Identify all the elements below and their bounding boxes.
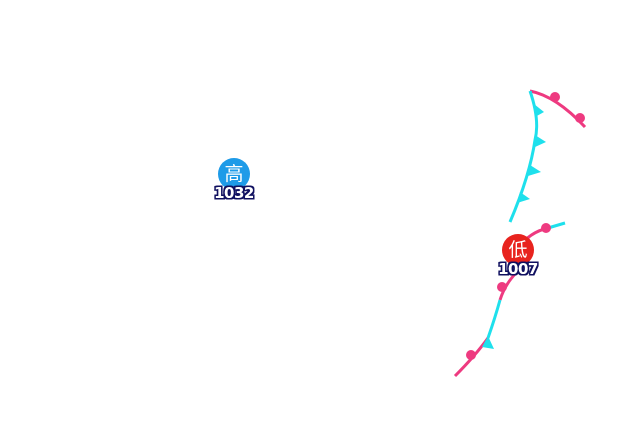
low-pressure-center: 低 1007 (488, 234, 548, 278)
cold-front-barb (528, 165, 541, 176)
low-pressure-value: 1007 (498, 260, 538, 278)
high-pressure-icon: 高 (218, 158, 250, 190)
high-pressure-value: 1032 (214, 184, 254, 202)
cold-front-barb (482, 336, 494, 349)
cold-front-lower (486, 299, 502, 339)
warm-front-bump (466, 350, 476, 360)
warm-front-bump (575, 113, 585, 123)
warm-front-bump (541, 223, 551, 233)
cold-front-upper (508, 90, 539, 223)
cold-front-barb (535, 135, 546, 147)
cold-front-barb (517, 192, 530, 203)
cold-front-barb (534, 104, 544, 117)
high-pressure-center: 高 1032 (204, 158, 264, 202)
warm-front-bump (550, 92, 560, 102)
warm-front-bump (497, 282, 507, 292)
low-pressure-icon: 低 (502, 234, 534, 266)
occluded-front-lower-pink-top (498, 270, 519, 301)
